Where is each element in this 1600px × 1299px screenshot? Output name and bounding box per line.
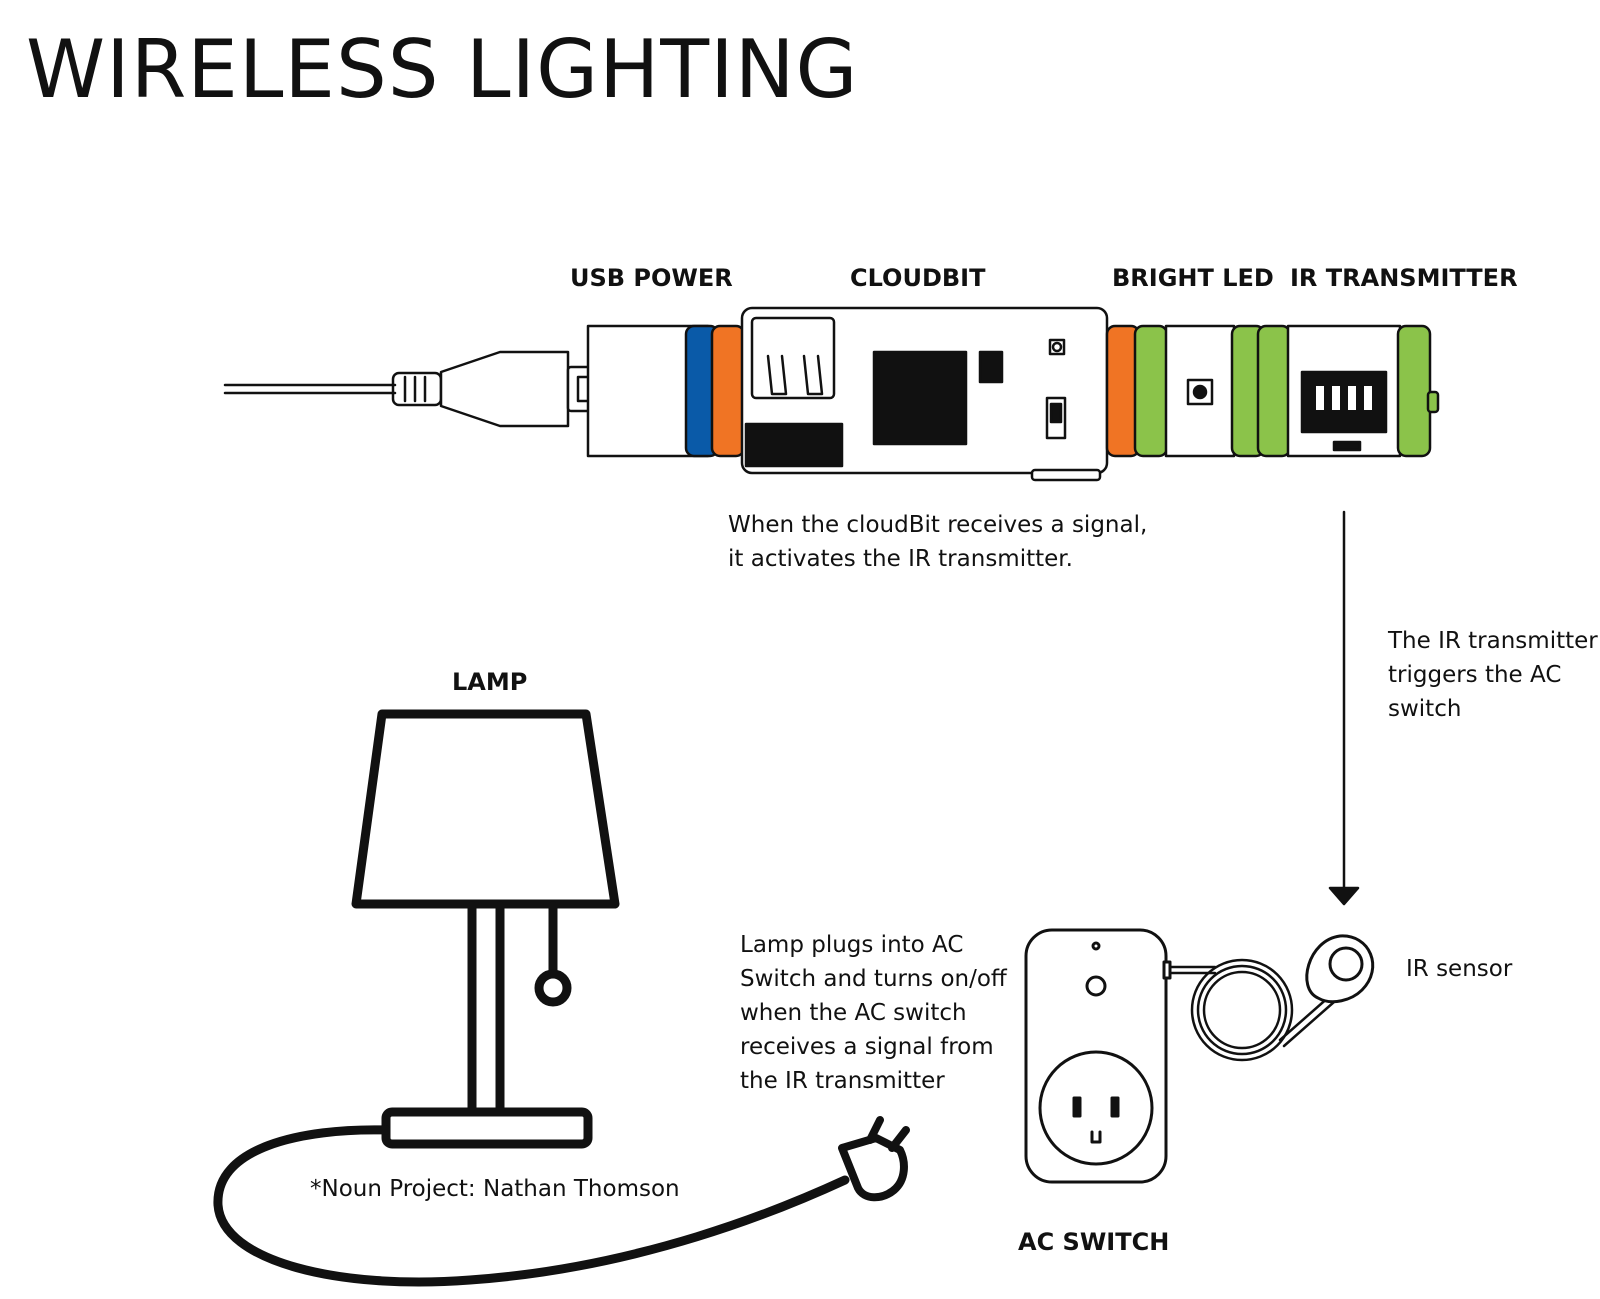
credit-note: *Noun Project: Nathan Thomson bbox=[310, 1176, 680, 1202]
ir-sensor-icon bbox=[1305, 934, 1375, 1004]
ir-trigger-note: The IR transmitter triggers the AC switc… bbox=[1388, 628, 1598, 722]
lamp-illustration bbox=[213, 709, 850, 1287]
cloudbit-module bbox=[740, 306, 1109, 482]
bright-led-label: BRIGHT LED bbox=[1112, 264, 1274, 292]
usb-power-bit bbox=[586, 324, 746, 458]
plug-icon bbox=[838, 1116, 910, 1202]
cloudbit-label: CLOUDBIT bbox=[850, 264, 986, 292]
usb-power-label: USB POWER bbox=[570, 264, 733, 292]
lamp-plug-note: Lamp plugs into AC Switch and turns on/o… bbox=[740, 932, 1007, 1094]
cloudbit-note: When the cloudBit receives a signal, it … bbox=[728, 512, 1148, 572]
ir-sensor-label: IR sensor bbox=[1406, 956, 1513, 982]
page-title: WIRELESS LIGHTING bbox=[26, 23, 859, 116]
bright-led-bit bbox=[1105, 324, 1292, 458]
ac-switch-illustration bbox=[1024, 928, 1172, 1184]
ir-transmitter-label: IR TRANSMITTER bbox=[1290, 264, 1518, 292]
ir-sensor-cable bbox=[1168, 958, 1336, 1062]
lamp-label: LAMP bbox=[452, 668, 528, 696]
signal-arrow bbox=[1328, 510, 1360, 906]
ac-switch-label: AC SWITCH bbox=[1018, 1228, 1170, 1256]
ir-transmitter-bit bbox=[1286, 324, 1440, 458]
